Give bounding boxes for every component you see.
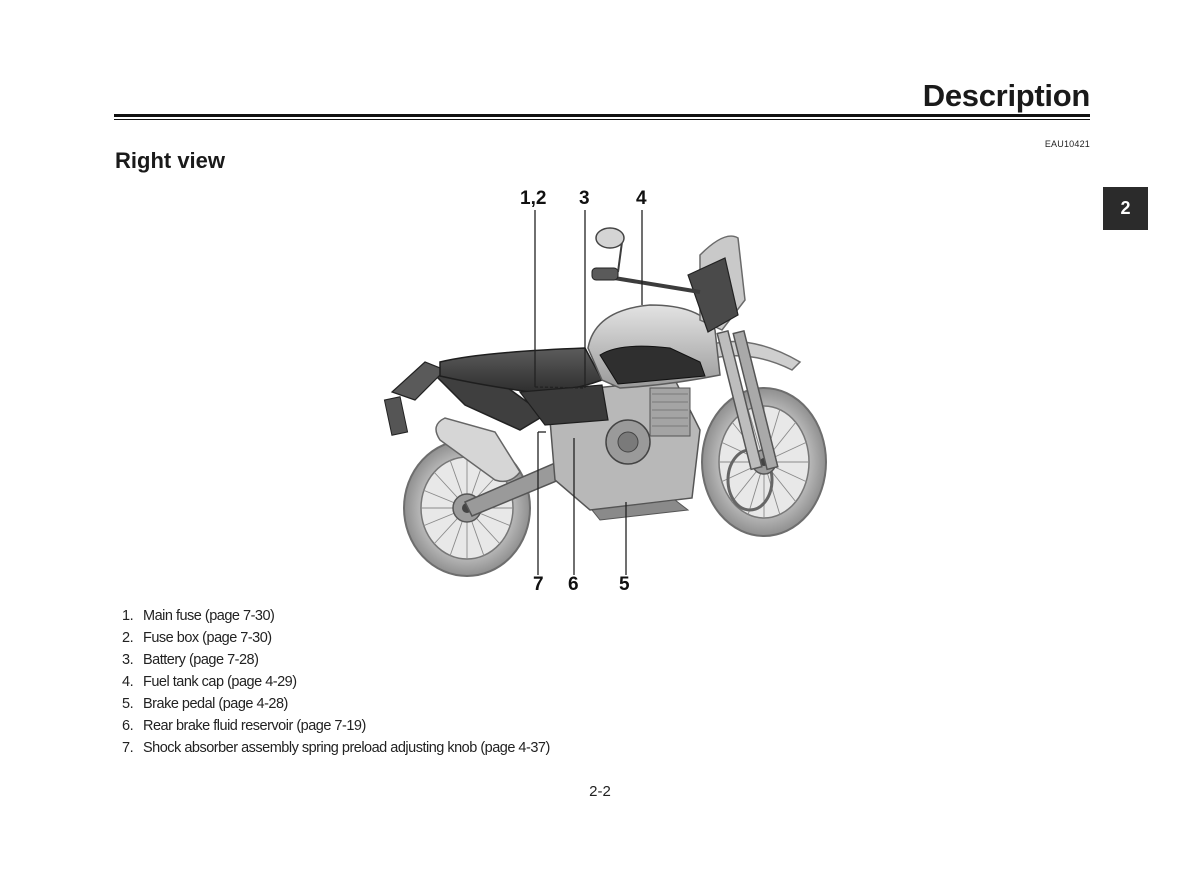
legend-text: Rear brake fluid reservoir (page 7-19) — [143, 718, 366, 734]
legend-number: 5. — [122, 696, 134, 712]
callout-1-2: 1,2 — [520, 188, 547, 209]
parts-legend-list: 1. Main fuse (page 7-30) 2. Fuse box (page… — [122, 607, 562, 761]
legend-item: 7. Shock absorber assembly spring preload… — [122, 739, 562, 757]
section-title: Right view — [115, 148, 226, 173]
exhaust-muffler — [435, 417, 521, 483]
header-rule-thick — [114, 114, 1090, 117]
legend-number: 4. — [122, 674, 134, 690]
legend-item: 1. Main fuse (page 7-30) — [122, 607, 562, 625]
legend-text: Fuse box (page 7-30) — [143, 630, 272, 646]
header-rule-thin — [114, 119, 1090, 120]
chapter-tab[interactable]: 2 — [1103, 187, 1148, 230]
legend-item: 5. Brake pedal (page 4-28) — [122, 695, 562, 713]
tail-light — [390, 361, 447, 401]
page-number: 2-2 — [589, 783, 611, 800]
legend-text: Brake pedal (page 4-28) — [143, 696, 288, 712]
motorcycle-right-view-illustration — [370, 180, 840, 600]
front-fork — [716, 329, 779, 471]
legend-item: 4. Fuel tank cap (page 4-29) — [122, 673, 562, 691]
legend-text: Main fuse (page 7-30) — [143, 608, 275, 624]
legend-text: Fuel tank cap (page 4-29) — [143, 674, 297, 690]
legend-item: 3. Battery (page 7-28) — [122, 651, 562, 669]
callout-7: 7 — [533, 574, 544, 595]
legend-number: 7. — [122, 740, 134, 756]
legend-text: Battery (page 7-28) — [143, 652, 259, 668]
legend-number: 1. — [122, 608, 134, 624]
legend-number: 6. — [122, 718, 134, 734]
handlebar — [591, 227, 701, 294]
mirror — [595, 227, 625, 249]
callout-leader-lines — [534, 210, 643, 575]
callout-5: 5 — [619, 574, 630, 595]
legend-number: 3. — [122, 652, 134, 668]
legend-item: 6. Rear brake fluid reservoir (page 7-19) — [122, 717, 562, 735]
side-panel — [518, 384, 609, 426]
document-code: EAU10421 — [1044, 139, 1090, 149]
callout-4: 4 — [636, 188, 647, 209]
page-header-title: Description — [922, 78, 1091, 113]
callout-6: 6 — [568, 574, 579, 595]
headlight-fairing — [687, 257, 739, 333]
legend-item: 2. Fuse box (page 7-30) — [122, 629, 562, 647]
callout-3: 3 — [579, 188, 590, 209]
legend-number: 2. — [122, 630, 134, 646]
legend-text: Shock absorber assembly spring preload a… — [143, 740, 550, 756]
tank-shroud — [599, 345, 706, 385]
license-plate-bracket — [383, 396, 409, 436]
